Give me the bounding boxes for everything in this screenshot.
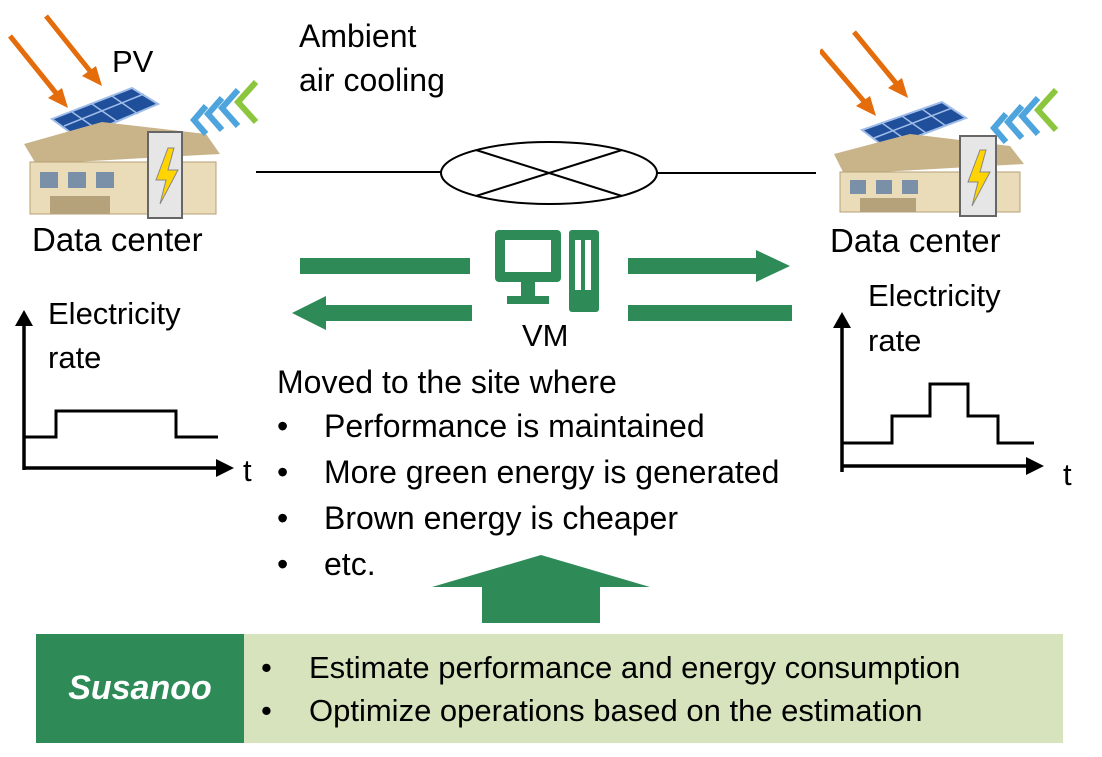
ambient-label-line2: air cooling xyxy=(299,62,445,98)
list-item: Optimize operations based on the estimat… xyxy=(261,689,960,732)
list-item: More green energy is generated xyxy=(277,449,779,495)
left-data-center-icon xyxy=(6,14,266,226)
migrate-left-arrow xyxy=(292,296,792,330)
up-arrow xyxy=(432,555,650,623)
move-criteria-list: Performance is maintained More green ene… xyxy=(277,403,779,587)
vm-label: VM xyxy=(522,318,569,353)
left-t-label: t xyxy=(243,453,252,488)
network-link xyxy=(256,140,816,210)
susanoo-function-list: Estimate performance and energy consumpt… xyxy=(261,646,960,732)
right-data-center-icon xyxy=(820,30,1080,220)
right-rate-label-line2: rate xyxy=(868,323,922,358)
list-item: Brown energy is cheaper xyxy=(277,495,779,541)
left-rate-label-line1: Electricity xyxy=(48,296,181,331)
left-rate-label-line2: rate xyxy=(48,340,102,375)
right-rate-chart xyxy=(830,312,1046,478)
list-item: etc. xyxy=(277,541,779,587)
list-item: Estimate performance and energy consumpt… xyxy=(261,646,960,689)
left-rate-chart xyxy=(12,310,236,482)
susanoo-label: Susanoo xyxy=(68,669,212,707)
susanoo-box: Susanoo Estimate performance and energy … xyxy=(36,634,1063,743)
computer-icon xyxy=(493,228,605,316)
move-heading: Moved to the site where xyxy=(277,364,617,400)
susanoo-label-box: Susanoo xyxy=(36,634,244,743)
migrate-right-arrow xyxy=(300,250,790,282)
right-rate-label-line1: Electricity xyxy=(868,278,1001,313)
right-t-label: t xyxy=(1063,457,1072,492)
pv-label: PV xyxy=(112,44,154,79)
list-item: Performance is maintained xyxy=(277,403,779,449)
left-data-center-label: Data center xyxy=(32,221,203,258)
ambient-label-line1: Ambient xyxy=(299,18,417,54)
right-data-center-label: Data center xyxy=(830,222,1001,259)
